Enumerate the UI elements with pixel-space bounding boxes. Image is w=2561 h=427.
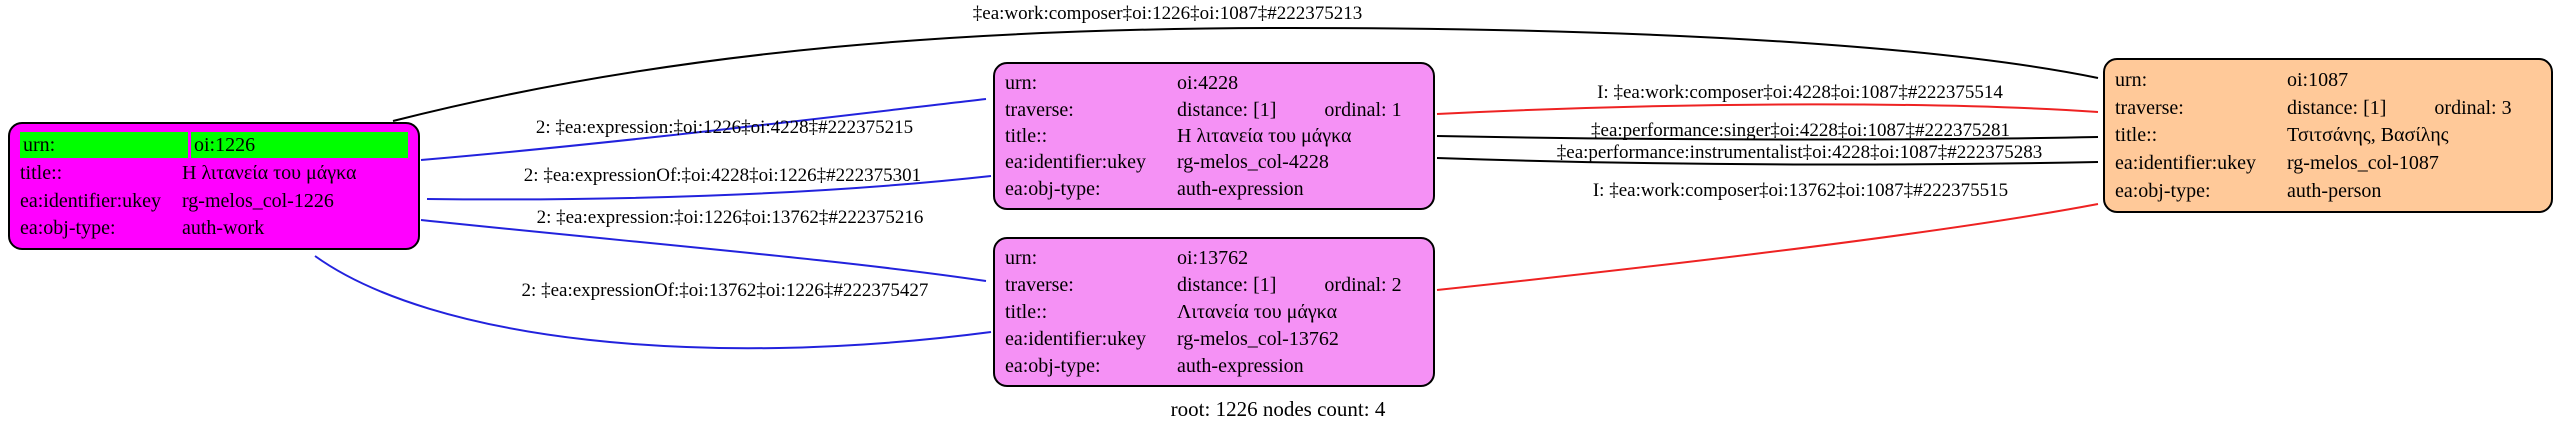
row-value: Τσιτσάνης, Βασίλης xyxy=(2287,124,2449,147)
edge-label-work-composer-4228-1087: I: ‡ea:work:composer‡oi:4228‡oi:1087‡#22… xyxy=(1597,82,2003,103)
row-value: rg-melos_col-1226 xyxy=(182,189,334,212)
row-label: urn: xyxy=(1005,72,1038,95)
row-label: ea:obj-type: xyxy=(2115,180,2211,203)
edge-label-work-composer-13762-1087: I: ‡ea:work:composer‡oi:13762‡oi:1087‡#2… xyxy=(1592,180,2009,201)
node-row: urn: oi:1226 xyxy=(20,131,408,158)
node-oi-1226[interactable]: urn: oi:1226 title:: Η λιτανεία του μάγκ… xyxy=(8,122,420,250)
node-oi-13762[interactable]: urn: oi:13762 traverse: distance: [1] or… xyxy=(993,237,1435,387)
row-label: urn: xyxy=(1005,247,1038,270)
node-oi-1087[interactable]: urn: oi:1087 traverse: distance: [1] ord… xyxy=(2103,58,2553,213)
node-row: ea:identifier:ukey rg-melos_col-1226 xyxy=(20,189,408,213)
node-row: title:: Η λιτανεία του μάγκα xyxy=(20,161,408,185)
row-value: auth-expression xyxy=(1177,354,1304,377)
node-row: ea:identifier:ukey rg-melos_col-13762 xyxy=(1005,327,1423,351)
edge-work-composer-4228-1087 xyxy=(1436,103,2099,115)
edge-label-expression-1226-4228: 2: ‡ea:expression:‡oi:1226‡oi:4228‡#2223… xyxy=(535,117,914,138)
node-row: title:: Λιτανεία του μάγκα xyxy=(1005,300,1423,324)
node-row: urn: oi:4228 xyxy=(1005,71,1423,95)
row-value: oi:1226 xyxy=(191,131,408,158)
node-row: ea:identifier:ukey rg-melos_col-1087 xyxy=(2115,151,2541,175)
node-row: traverse: distance: [1] ordinal: 2 xyxy=(1005,273,1423,297)
row-label: title:: xyxy=(20,162,63,185)
edge-label-expressionOf-4228-1226: 2: ‡ea:expressionOf:‡oi:4228‡oi:1226‡#22… xyxy=(523,165,922,186)
node-row: urn: oi:1087 xyxy=(2115,68,2541,92)
row-label: traverse: xyxy=(1005,274,1074,297)
row-value: rg-melos_col-4228 xyxy=(1177,151,1329,174)
node-row: ea:obj-type: auth-work xyxy=(20,216,408,240)
row-label: ea:obj-type: xyxy=(1005,177,1101,200)
node-row: traverse: distance: [1] ordinal: 1 xyxy=(1005,98,1423,122)
row-value: oi:4228 xyxy=(1177,72,1239,95)
node-row: ea:obj-type: auth-expression xyxy=(1005,177,1423,201)
row-label: ea:identifier:ukey xyxy=(2115,152,2257,175)
row-value: rg-melos_col-1087 xyxy=(2287,152,2439,175)
row-label: ea:identifier:ukey xyxy=(1005,151,1147,174)
graph-caption: root: 1226 nodes count: 4 xyxy=(1170,397,1386,421)
row-value-ordinal: ordinal: 3 xyxy=(2434,96,2512,119)
node-row: ea:obj-type: auth-person xyxy=(2115,179,2541,203)
node-oi-4228[interactable]: urn: oi:4228 traverse: distance: [1] ord… xyxy=(993,62,1435,210)
edge-label-work-composer-1226-1087: ‡ea:work:composer‡oi:1226‡oi:1087‡#22237… xyxy=(972,3,1363,24)
row-value: auth-person xyxy=(2287,180,2382,203)
row-label: title:: xyxy=(1005,124,1048,147)
row-value: distance: [1] xyxy=(1177,274,1277,297)
row-label: ea:obj-type: xyxy=(20,217,116,240)
row-label: ea:identifier:ukey xyxy=(1005,327,1147,350)
row-value: distance: [1] xyxy=(2287,96,2387,119)
row-label: title:: xyxy=(2115,124,2158,147)
edge-expressionOf-13762-1226 xyxy=(314,255,992,350)
row-label: urn: xyxy=(2115,68,2148,91)
row-value: Λιτανεία του μάγκα xyxy=(1177,300,1338,323)
edge-work-composer-1226-1087 xyxy=(392,26,2099,122)
edge-expressionOf-4228-1226 xyxy=(426,175,992,201)
edge-work-composer-13762-1087 xyxy=(1436,203,2099,291)
row-value: rg-melos_col-13762 xyxy=(1177,327,1339,350)
row-value: distance: [1] xyxy=(1177,98,1277,121)
node-row: title:: Τσιτσάνης, Βασίλης xyxy=(2115,123,2541,147)
row-value-ordinal: ordinal: 1 xyxy=(1324,98,1402,121)
edge-expression-1226-4228 xyxy=(420,98,987,161)
edge-label-expression-1226-13762: 2: ‡ea:expression:‡oi:1226‡oi:13762‡#222… xyxy=(536,207,924,228)
edge-label-expressionOf-13762-1226: 2: ‡ea:expressionOf:‡oi:13762‡oi:1226‡#2… xyxy=(521,280,929,301)
edge-performance-singer-4228-1087 xyxy=(1436,135,2099,141)
row-value: Η λιτανεία του μάγκα xyxy=(182,162,357,185)
edge-label-performance-singer: ‡ea:performance:singer‡oi:4228‡oi:1087‡#… xyxy=(1591,120,2010,141)
node-row: traverse: distance: [1] ordinal: 3 xyxy=(2115,96,2541,120)
row-label: urn: xyxy=(20,131,188,158)
node-row: ea:obj-type: auth-expression xyxy=(1005,354,1423,378)
row-value: auth-expression xyxy=(1177,177,1304,200)
row-label: title:: xyxy=(1005,300,1048,323)
row-label: traverse: xyxy=(2115,96,2184,119)
row-value: Η λιτανεία του μάγκα xyxy=(1177,124,1352,147)
row-value-ordinal: ordinal: 2 xyxy=(1324,274,1402,297)
edge-label-performance-instrumentalist: ‡ea:performance:instrumentalist‡oi:4228‡… xyxy=(1556,142,2043,163)
edge-performance-instrumentalist-4228-1087 xyxy=(1436,157,2099,166)
row-label: ea:identifier:ukey xyxy=(20,189,162,212)
row-value: auth-work xyxy=(182,217,265,240)
row-value: oi:13762 xyxy=(1177,247,1249,270)
row-value: oi:1087 xyxy=(2287,68,2349,91)
edge-expression-1226-13762 xyxy=(420,219,987,282)
row-label: ea:obj-type: xyxy=(1005,354,1101,377)
node-row: title:: Η λιτανεία του μάγκα xyxy=(1005,124,1423,148)
row-label: traverse: xyxy=(1005,98,1074,121)
node-row: urn: oi:13762 xyxy=(1005,246,1423,270)
node-row: ea:identifier:ukey rg-melos_col-4228 xyxy=(1005,150,1423,174)
